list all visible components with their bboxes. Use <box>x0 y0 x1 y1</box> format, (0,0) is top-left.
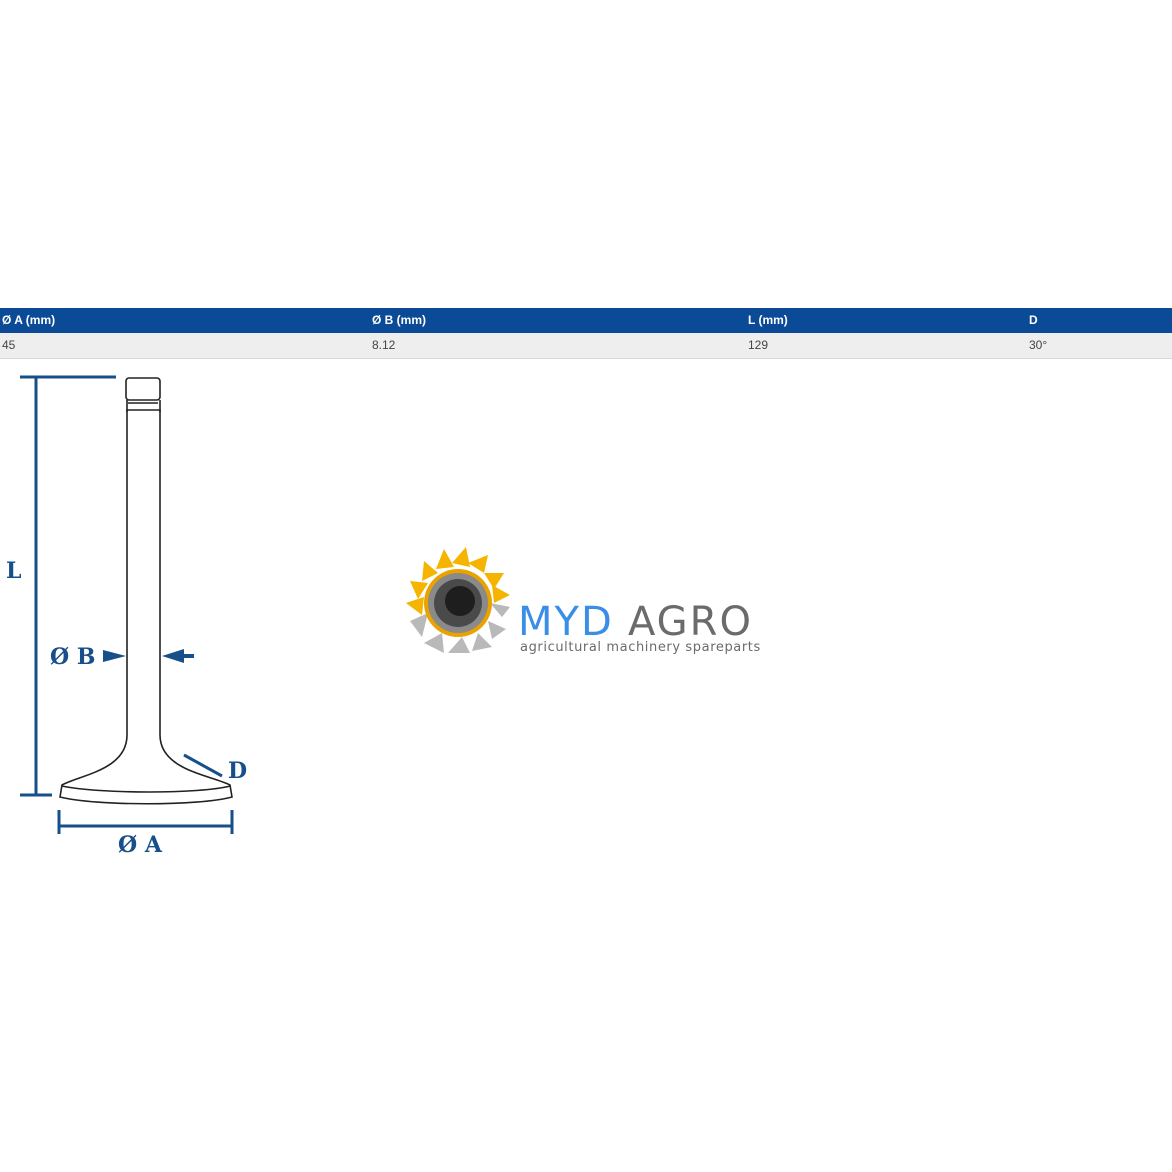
label-length: L <box>6 558 21 584</box>
brand-tagline: agricultural machinery spareparts <box>520 640 761 655</box>
cell-diameter-b: 8.12 <box>370 333 746 359</box>
table-row: 45 8.12 129 30° <box>0 333 1172 359</box>
cell-angle: 30° <box>1027 333 1172 359</box>
angle-indicator <box>183 753 223 778</box>
head-dimension <box>57 810 234 834</box>
header-length: L (mm) <box>746 307 1027 333</box>
valve-outline <box>59 377 233 805</box>
spec-table: Ø A (mm) Ø B (mm) L (mm) D 45 8.12 129 3… <box>0 307 1172 359</box>
header-diameter-a: Ø A (mm) <box>0 307 370 333</box>
sunflower-icon <box>406 547 510 653</box>
cell-length: 129 <box>746 333 1027 359</box>
mydagro-logo: MYD AGRO agricultural machinery sparepar… <box>406 547 761 655</box>
valve-diagram: L Ø B D Ø A <box>6 375 247 858</box>
table-header-row: Ø A (mm) Ø B (mm) L (mm) D <box>0 307 1172 333</box>
label-angle: D <box>228 758 247 784</box>
header-angle: D <box>1027 307 1172 333</box>
label-head: Ø A <box>118 832 163 858</box>
stem-arrows <box>103 649 194 663</box>
length-dimension <box>20 375 116 797</box>
brand-name-part2: AGRO <box>628 599 753 645</box>
brand-name-part1: MYD <box>518 599 614 645</box>
cell-diameter-a: 45 <box>0 333 370 359</box>
label-stem: Ø B <box>50 644 95 670</box>
header-diameter-b: Ø B (mm) <box>370 307 746 333</box>
